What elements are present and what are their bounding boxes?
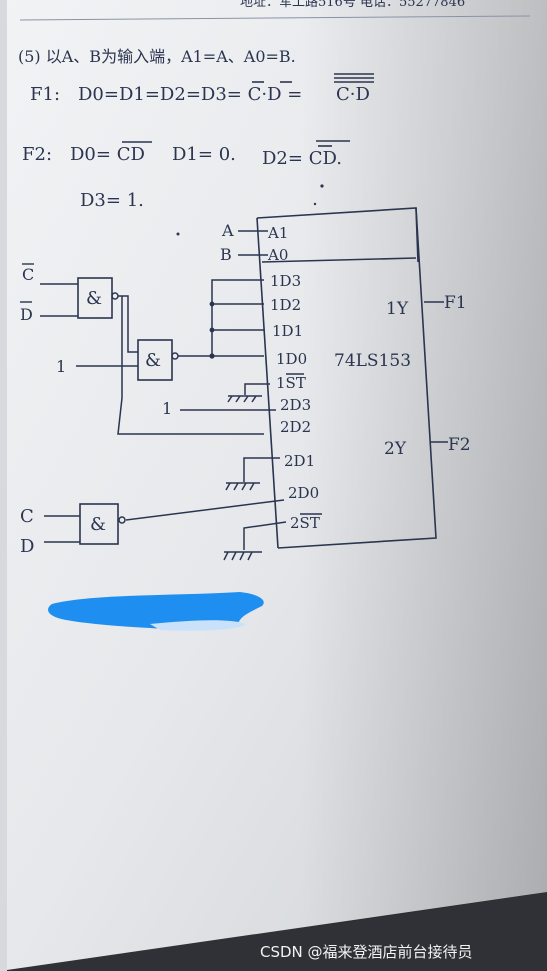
pin-1d2: 1D2 <box>270 296 301 314</box>
input-b-label: B <box>220 245 232 264</box>
ink-dot <box>176 232 180 236</box>
nand-gate-2: & <box>137 339 179 381</box>
header-rule <box>19 15 531 21</box>
f1-label: F1: <box>30 84 60 105</box>
f2-output-label: F2 <box>448 435 471 455</box>
note-line-1: (5) 以A、B为输入端，A1=A、A0=B. <box>18 47 296 66</box>
blue-scribble-redaction <box>48 592 264 631</box>
pin-2st: 2ST <box>290 514 320 532</box>
paper-shadow <box>300 0 547 930</box>
nand-gate-3-symbol: & <box>90 514 106 535</box>
pin-2d0: 2D0 <box>288 484 319 502</box>
nand-gate-1: & <box>77 277 119 319</box>
input-d-bar-label: D <box>20 305 33 324</box>
ground-symbol <box>223 551 262 561</box>
pin-1d0: 1D0 <box>276 350 307 368</box>
f1-rhs: C·D <box>336 84 370 105</box>
pin-2d1: 2D1 <box>284 452 315 470</box>
header-address: 地址：军工路516号 电话：55277846 <box>240 0 465 10</box>
input-c-bar-label: C <box>22 265 34 284</box>
input-a-label: A <box>221 221 234 240</box>
junction-dot <box>209 301 215 307</box>
pin-2d3: 2D3 <box>280 396 311 414</box>
pin-1d3: 1D3 <box>270 272 301 290</box>
ink-dot <box>313 202 317 206</box>
f1-expression: D0=D1=D2=D3= C·D = <box>78 84 302 105</box>
nand-gate-3: & <box>79 503 126 545</box>
f2-d0: D0= CD <box>70 144 145 165</box>
chip-name: 74LS153 <box>334 351 411 371</box>
input-c-label: C <box>20 506 34 527</box>
const-one-gate2: 1 <box>56 357 66 376</box>
pin-1y: 1Y <box>386 299 409 319</box>
f2-d2: D2= CD. <box>262 148 342 169</box>
nand-gate-1-symbol: & <box>86 288 102 309</box>
ground-symbol <box>227 395 262 403</box>
junction-dot <box>209 353 215 359</box>
left-binding <box>0 0 7 971</box>
f2-d3: D3= 1. <box>80 190 144 211</box>
f2-label: F2: <box>22 144 52 165</box>
f2-d1: D1= 0. <box>172 144 236 165</box>
pin-1st: 1ST <box>276 374 306 392</box>
input-d-label: D <box>20 536 34 557</box>
const-one-2d3: 1 <box>162 399 172 418</box>
pin-a0: A0 <box>267 246 288 264</box>
watermark: CSDN @福来登酒店前台接待员 <box>260 943 473 961</box>
ink-dot <box>320 184 324 188</box>
f1-output-label: F1 <box>444 293 467 313</box>
pin-1d1: 1D1 <box>272 322 303 340</box>
pin-2d2: 2D2 <box>280 418 311 436</box>
pin-a1: A1 <box>267 224 288 242</box>
mux-chip-74ls153 <box>256 207 437 549</box>
nand-gate-2-symbol: & <box>145 350 161 371</box>
pin-2y: 2Y <box>384 439 407 459</box>
junction-dot <box>209 327 215 333</box>
ground-symbol <box>225 482 260 491</box>
